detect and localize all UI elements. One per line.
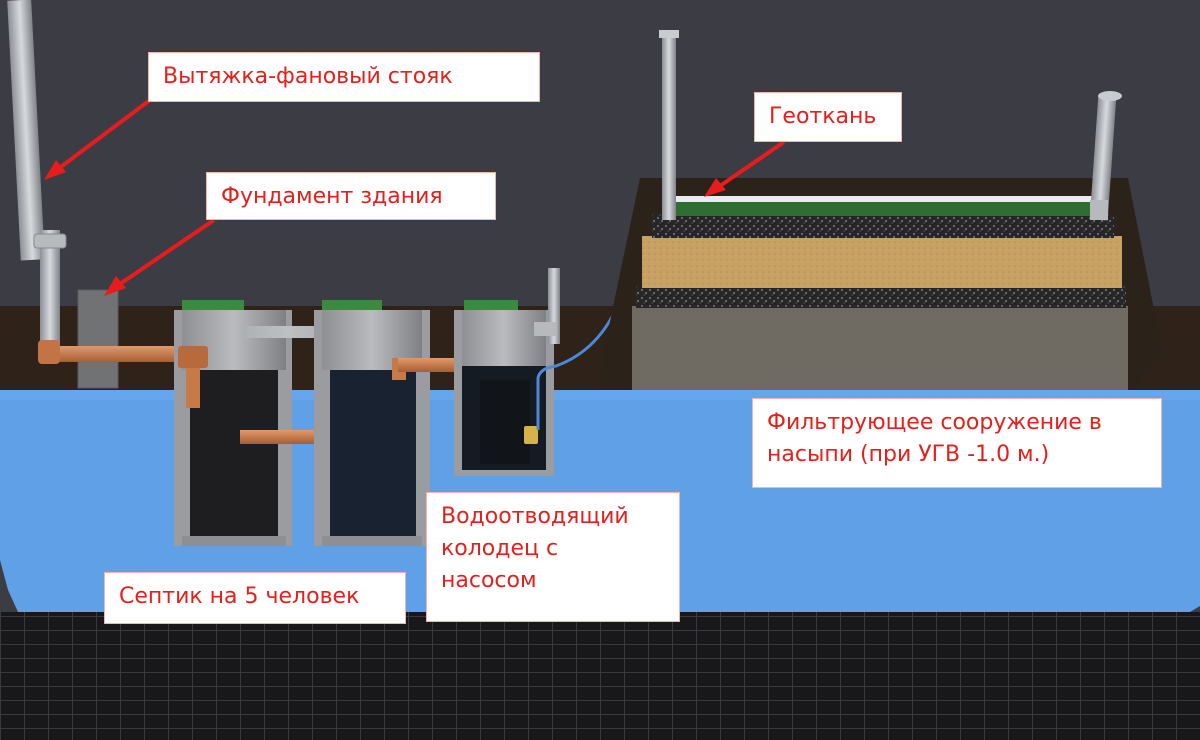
building-foundation (77, 289, 119, 389)
filter-mound (600, 178, 1162, 390)
label-vent-stack: Вытяжка-фановый стояк (148, 52, 540, 102)
label-foundation: Фундамент здания (206, 172, 496, 220)
septic-tank-1 (174, 300, 292, 546)
label-well-line-1: Водоотводящий (441, 504, 629, 529)
label-well-line-3: насосом (441, 568, 537, 593)
callout-arrows (44, 98, 786, 296)
label-septic-text: Септик на 5 человек (119, 584, 360, 609)
label-well-line-2: колодец с (441, 536, 559, 561)
label-pump-well: Водоотводящий колодец с насосом (426, 492, 680, 622)
label-foundation-text: Фундамент здания (221, 184, 443, 209)
septic-tank-2 (314, 300, 430, 546)
label-filter-line-2: насыпи (при УГВ -1.0 м.) (767, 442, 1050, 467)
label-filter-line-1: Фильтрующее сооружение в (767, 410, 1102, 435)
grid-floor (0, 612, 1200, 740)
inlet-pipe (48, 346, 198, 362)
label-septic-tank: Септик на 5 человек (104, 572, 406, 624)
label-geotextile: Геоткань (754, 92, 902, 142)
vent-stack-upper (7, 0, 45, 261)
label-geotextile-text: Геоткань (769, 104, 877, 129)
label-vent-stack-text: Вытяжка-фановый стояк (163, 64, 453, 89)
label-filter-structure: Фильтрующее сооружение в насыпи (при УГВ… (752, 398, 1162, 488)
geotextile-layer (664, 196, 1104, 202)
vent-stack-lower (40, 230, 60, 360)
